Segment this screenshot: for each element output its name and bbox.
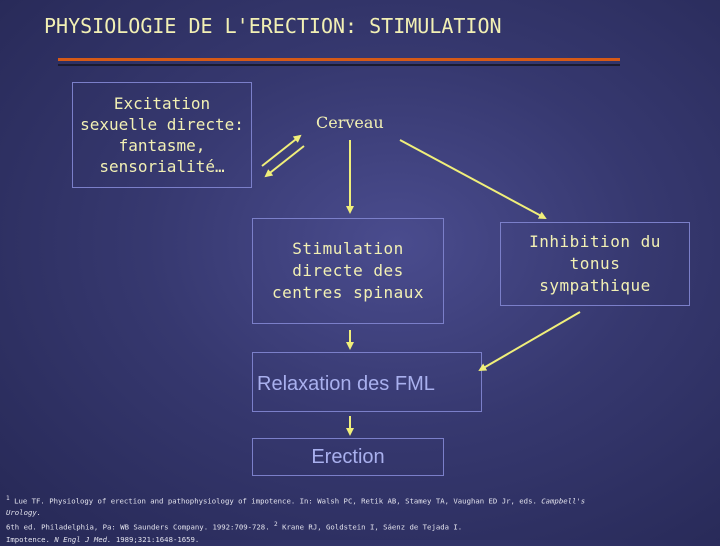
ref2-text: Krane RJ, Goldstein I, Sáenz de Tejada I… [282,523,462,532]
arrow-to-cerveau [262,136,300,166]
arrow-to-excitation [266,146,304,176]
ref2-text2: Impotence. [6,535,54,544]
ref2-journal: N Engl J Med. [54,535,111,544]
ref2-marker: 2 [274,521,278,528]
references: 1 Lue TF. Physiology of erection and pat… [6,493,612,546]
ref2-text3: 1989;321:1648-1659. [111,535,199,544]
ref1-text2: 6th ed. Philadelphia, Pa: WB Saunders Co… [6,523,270,532]
ref1-marker: 1 [6,495,10,502]
arrow-inhibition-to-relaxation [480,312,580,370]
arrow-cerveau-to-inhibition [400,140,545,218]
ref1-text: Lue TF. Physiology of erection and patho… [14,496,541,505]
